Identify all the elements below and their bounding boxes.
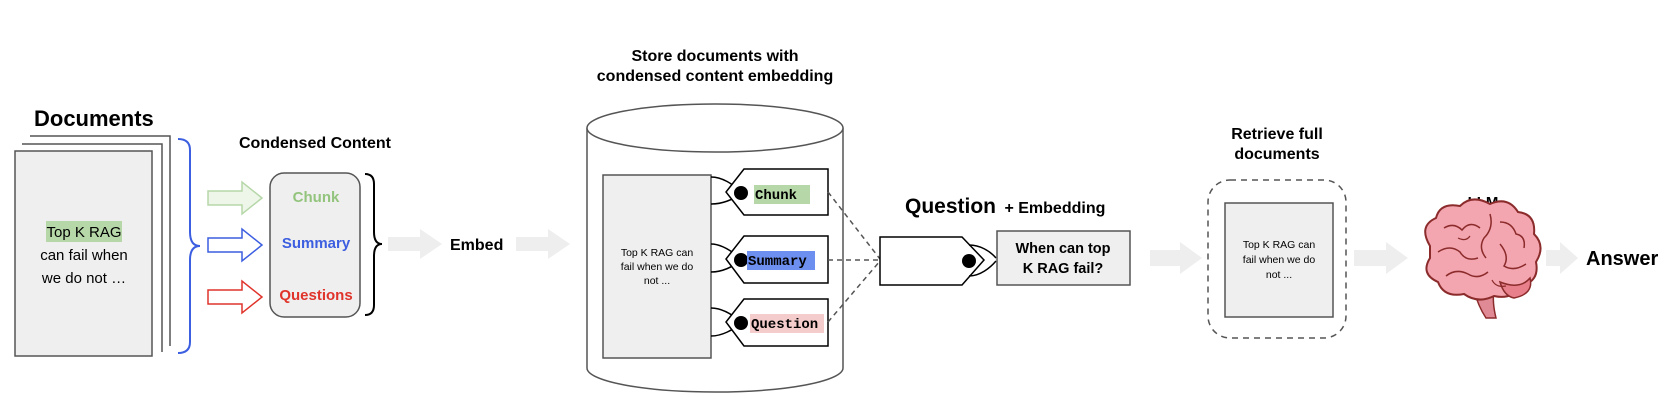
doc-text-line-2: can fail when [40, 247, 128, 264]
arrow-to-embed [388, 229, 442, 259]
retrieved-doc-line-3: not ... [1266, 269, 1292, 281]
tag-chunk-label: Chunk [755, 188, 797, 204]
condensed-summary: Summary [282, 235, 351, 252]
llm-section: LLM [1424, 194, 1542, 319]
documents-brace [177, 138, 201, 354]
question-section: Question + Embedding When can top K RAG … [879, 195, 1131, 286]
store-section: Store documents with condensed content e… [586, 48, 844, 393]
arrow-to-llm [1354, 242, 1408, 274]
tag-question-highlight [750, 314, 824, 333]
tag-question-label: Question [751, 317, 818, 333]
retrieve-title-line-1: Retrieve full [1231, 126, 1323, 143]
stored-document [602, 174, 712, 359]
retrieve-title-line-2: documents [1234, 146, 1319, 163]
condensed-box [269, 172, 361, 318]
condensed-brace [364, 173, 383, 316]
doc-text-line-1: Top K RAG [46, 224, 121, 241]
tag-hole-chunk [734, 186, 748, 200]
tag-summary-highlight [747, 251, 815, 270]
arrow-from-embed [516, 229, 570, 259]
tag-chunk-highlight [754, 185, 810, 204]
question-tag-string [968, 244, 997, 277]
condensed-questions: Questions [279, 287, 352, 304]
embed-label: Embed [450, 237, 503, 254]
arrow-to-answer [1546, 242, 1578, 274]
condensed-chunk: Chunk [293, 189, 340, 206]
retrieved-doc-line-2: fail when we do [1243, 254, 1316, 266]
retrieve-section: Retrieve full documents Top K RAG can fa… [1207, 126, 1347, 339]
tag-summary-label: Summary [748, 254, 807, 270]
condensed-content-section: Condensed Content Chunk Summary Question… [239, 135, 392, 318]
similarity-lines [827, 191, 881, 323]
green-arrow [207, 180, 264, 216]
doc-text-highlight [46, 221, 122, 242]
question-title-suffix: + Embedding [1004, 200, 1105, 217]
retrieved-document [1224, 202, 1334, 318]
question-tag-hole [962, 254, 976, 268]
brain-icon [1424, 198, 1542, 319]
store-cylinder-top [586, 103, 844, 153]
arrow-to-retrieve [1150, 242, 1202, 274]
store-title-line-2: condensed content embedding [597, 68, 833, 85]
doc-stack-back [30, 135, 171, 346]
question-text-line-1: When can top [1015, 241, 1110, 257]
doc-text-line-3: we do not … [41, 270, 126, 287]
question-title: Question + Embedding [905, 195, 1105, 218]
question-embedding-tag [879, 236, 986, 286]
documents-title: Documents [34, 106, 154, 131]
question-box [996, 230, 1131, 286]
stored-doc-line-3: not ... [644, 275, 670, 287]
similarity-line-question [827, 260, 881, 323]
blue-arrow [207, 227, 264, 263]
retrieved-doc-line-1: Top K RAG can [1243, 239, 1316, 251]
stored-doc-line-2: fail when we do [621, 261, 694, 273]
tag-hole-summary [734, 253, 748, 267]
tag-hole-question [734, 316, 748, 330]
store-title-line-1: Store documents with [631, 48, 798, 65]
condensed-title: Condensed Content [239, 135, 392, 152]
documents-section: Documents Top K RAG can fail when we do … [14, 106, 171, 357]
question-title-main: Question [905, 195, 996, 218]
stored-doc-line-1: Top K RAG can [621, 247, 694, 259]
answer-label: Answer [1586, 248, 1658, 270]
red-arrow [207, 279, 264, 315]
doc-stack-middle [22, 143, 163, 352]
document-page [14, 150, 153, 357]
question-text-line-2: K RAG fail? [1023, 261, 1104, 277]
